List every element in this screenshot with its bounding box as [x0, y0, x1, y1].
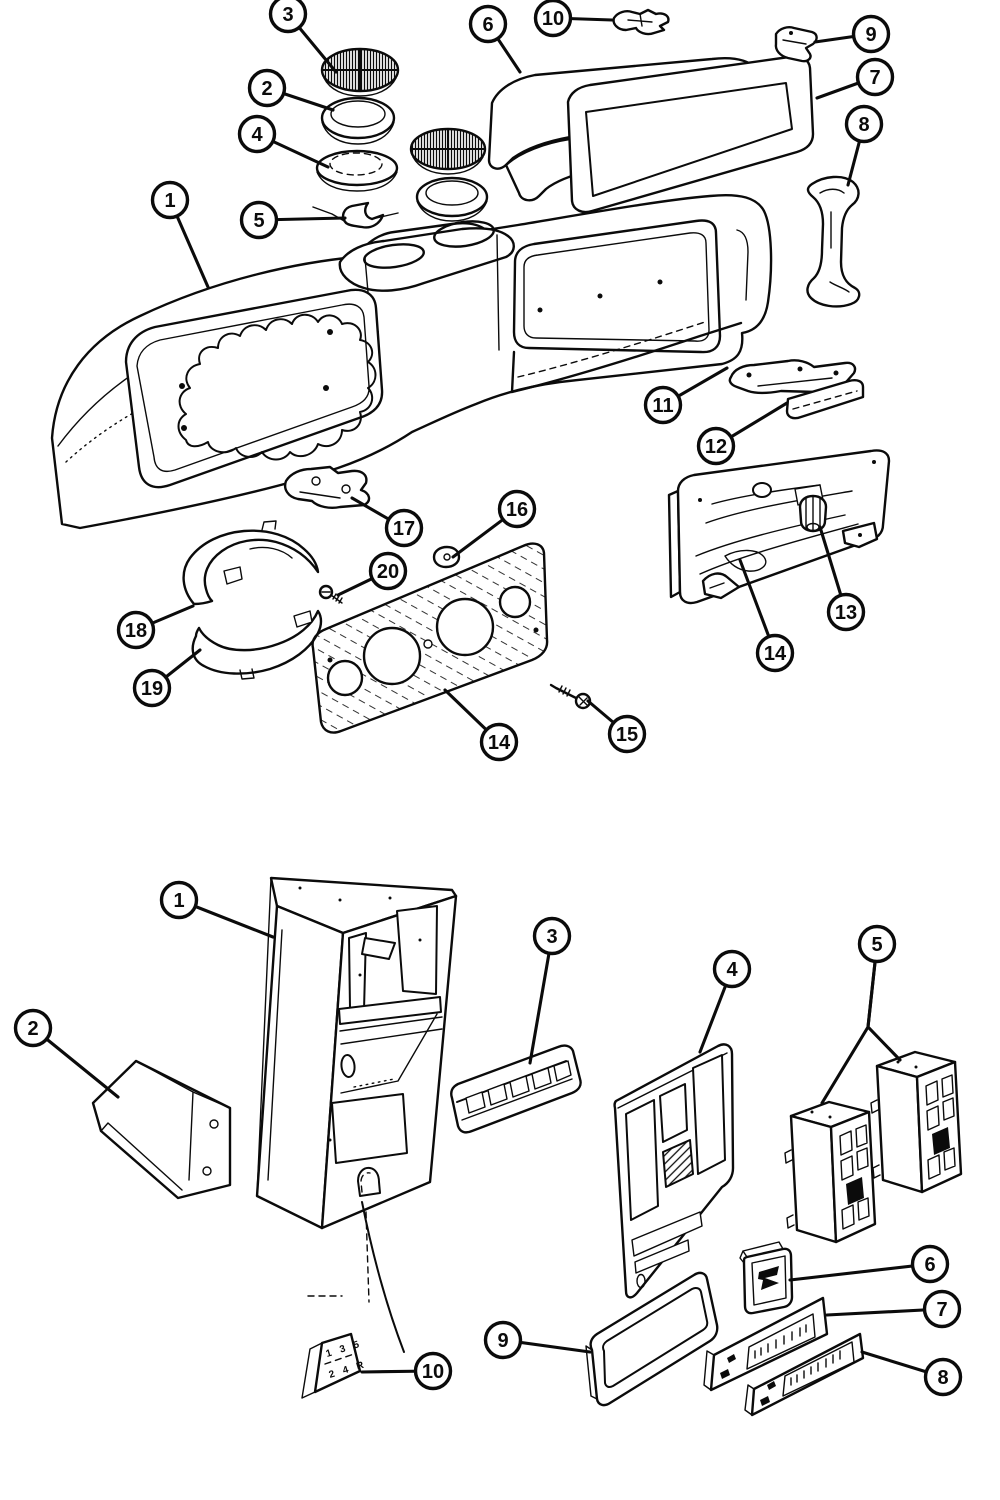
- svg-text:17: 17: [393, 518, 415, 540]
- callout-dash-11[interactable]: 11: [643, 366, 729, 425]
- callout-dash-12[interactable]: 12: [696, 401, 789, 466]
- svg-text:4: 4: [251, 124, 263, 146]
- svg-text:5: 5: [871, 934, 882, 956]
- callout-dash-3[interactable]: 3: [268, 0, 338, 74]
- part-switch-panel: [450, 1044, 582, 1134]
- svg-text:14: 14: [488, 732, 511, 754]
- callout-console-7[interactable]: 7: [825, 1289, 962, 1329]
- part-legend-plate-lower: [744, 1332, 865, 1417]
- part-column-shroud-lower: [191, 609, 323, 680]
- part-legend-plate-upper: [703, 1296, 829, 1392]
- svg-text:16: 16: [506, 499, 528, 521]
- svg-text:3: 3: [546, 926, 557, 948]
- part-center-bracket: [284, 465, 371, 509]
- svg-text:13: 13: [835, 602, 857, 624]
- part-glovebox-hinge: [728, 359, 857, 395]
- part-corner-clip: [774, 26, 818, 63]
- part-rocker-switch: [739, 1241, 794, 1315]
- callout-console-1[interactable]: 1: [159, 880, 275, 939]
- svg-text:3: 3: [282, 4, 293, 26]
- callout-console-4[interactable]: 4: [698, 949, 752, 1054]
- part-instrument-panel: [50, 194, 773, 530]
- part-shroud-screw: [318, 584, 343, 604]
- svg-text:10: 10: [422, 1361, 444, 1383]
- part-column-shroud-upper: [182, 520, 320, 606]
- callout-console-5[interactable]: 5: [820, 924, 902, 1105]
- part-vent-ring: [320, 96, 396, 145]
- callout-dash-1[interactable]: 1: [150, 180, 210, 289]
- part-console: [255, 876, 458, 1353]
- part-vent-grille-left: [320, 47, 400, 97]
- part-heater-control-left: [784, 1100, 877, 1244]
- part-instrument-bezel: [311, 542, 549, 734]
- part-vent-retainer: [315, 149, 399, 192]
- callout-console-6[interactable]: 6: [788, 1244, 950, 1284]
- callout-dash-14[interactable]: 14: [443, 688, 519, 762]
- part-vent-grille-right: [409, 127, 487, 175]
- svg-text:15: 15: [616, 724, 638, 746]
- callout-dash-17[interactable]: 17: [350, 496, 424, 548]
- callout-dash-7[interactable]: 7: [815, 57, 895, 100]
- part-defroster-frame: [566, 55, 815, 214]
- callout-console-9[interactable]: 9: [483, 1320, 592, 1360]
- callout-dash-10[interactable]: 10: [533, 0, 614, 38]
- callout-console-3[interactable]: 3: [528, 916, 572, 1065]
- part-console-bracket: [91, 1059, 232, 1200]
- svg-text:9: 9: [865, 24, 876, 46]
- part-end-bracket: [806, 175, 861, 308]
- part-vent-ring-right: [415, 176, 489, 222]
- svg-text:1: 1: [173, 890, 184, 912]
- svg-text:10: 10: [542, 8, 564, 30]
- svg-text:1: 1: [164, 190, 175, 212]
- svg-text:8: 8: [858, 114, 869, 136]
- callout-dash-6[interactable]: 6: [468, 4, 522, 74]
- svg-text:20: 20: [377, 561, 399, 583]
- part-heater-control-right: [870, 1050, 963, 1194]
- callout-dash-8[interactable]: 8: [844, 104, 884, 187]
- figure-console: 1 3 5 2 4 R: [91, 876, 963, 1417]
- part-hinge-pad: [785, 379, 865, 420]
- part-radio-bezel: [585, 1271, 719, 1407]
- svg-text:14: 14: [764, 643, 787, 665]
- part-speed-nut: [432, 545, 461, 569]
- svg-text:2: 2: [27, 1018, 38, 1040]
- callout-dash-16[interactable]: 16: [451, 489, 537, 559]
- callout-console-2[interactable]: 2: [13, 1008, 120, 1099]
- callout-dash-9[interactable]: 9: [813, 14, 891, 54]
- svg-text:19: 19: [141, 678, 163, 700]
- part-bezel-screw: [549, 683, 592, 710]
- part-glovebox-lock: [794, 484, 828, 533]
- figure-dashboard: [50, 8, 891, 734]
- svg-text:7: 7: [869, 67, 880, 89]
- part-heater-face-plate: [613, 1043, 735, 1299]
- svg-text:8: 8: [937, 1367, 948, 1389]
- callout-dash-13[interactable]: 13: [818, 525, 866, 632]
- svg-text:11: 11: [652, 395, 673, 417]
- svg-text:7: 7: [936, 1299, 947, 1321]
- part-windshield-clip: [612, 8, 670, 36]
- svg-text:18: 18: [125, 620, 147, 642]
- svg-text:6: 6: [482, 14, 493, 36]
- svg-text:4: 4: [726, 959, 738, 981]
- callout-dash-15[interactable]: 15: [586, 699, 647, 754]
- callout-dash-19[interactable]: 19: [132, 648, 202, 708]
- part-shift-pattern-plate: 1 3 5 2 4 R: [301, 1332, 368, 1399]
- callout-dash-5[interactable]: 5: [239, 200, 347, 240]
- callout-dash-18[interactable]: 18: [116, 604, 195, 650]
- callout-console-8[interactable]: 8: [860, 1350, 963, 1397]
- callout-dash-4[interactable]: 4: [237, 114, 330, 169]
- callout-dash-14[interactable]: 14: [738, 558, 795, 673]
- part-vent-clip: [312, 201, 399, 229]
- svg-text:12: 12: [705, 436, 727, 458]
- svg-text:5: 5: [253, 210, 264, 232]
- svg-text:2: 2: [261, 78, 272, 100]
- callout-console-10[interactable]: 10: [360, 1351, 453, 1391]
- svg-text:9: 9: [497, 1330, 508, 1352]
- svg-text:6: 6: [924, 1254, 935, 1276]
- part-glovebox-door: [667, 449, 891, 605]
- callout-dash-2[interactable]: 2: [247, 68, 335, 112]
- callout-dash-20[interactable]: 20: [336, 551, 408, 597]
